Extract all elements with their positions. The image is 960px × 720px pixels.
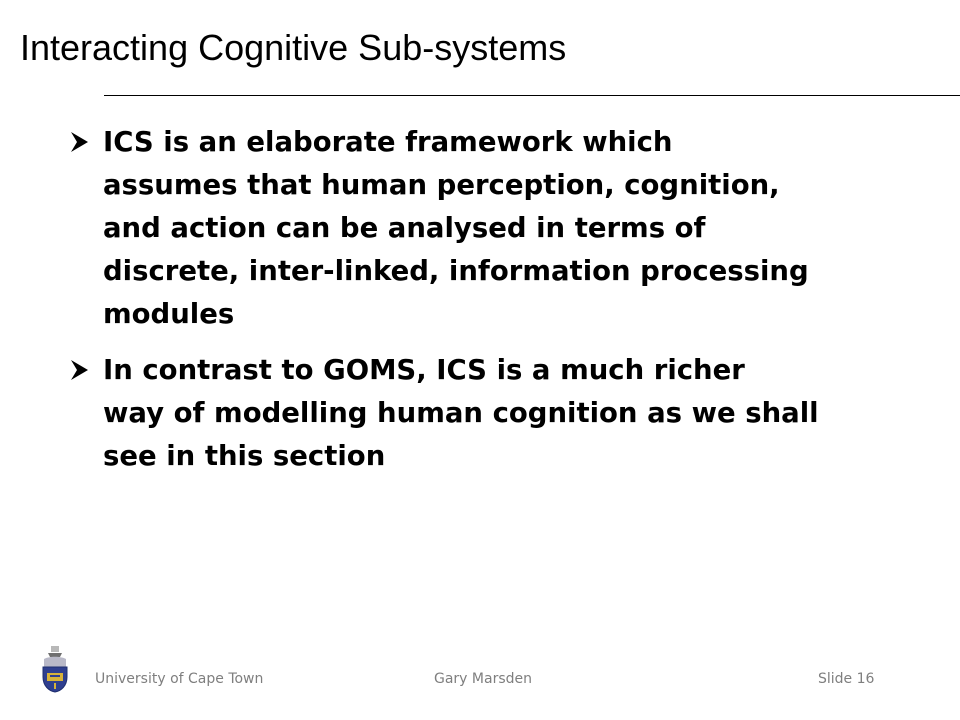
footer-author: Gary Marsden xyxy=(434,671,532,687)
slide-title: Interacting Cognitive Sub-systems xyxy=(20,27,567,68)
bullet-item-2: In contrast to GOMS, ICS is a much riche… xyxy=(70,349,950,478)
arrowhead-bullet-icon xyxy=(71,132,88,152)
footer-institution: University of Cape Town xyxy=(95,671,264,687)
bullet-list: ICS is an elaborate framework which assu… xyxy=(70,121,950,491)
bullet-line: assumes that human perception, cognition… xyxy=(103,169,780,201)
bullet-item-1: ICS is an elaborate framework which assu… xyxy=(70,121,950,336)
footer-slide-number: Slide 16 xyxy=(818,671,875,687)
bullet-line: ICS is an elaborate framework which xyxy=(103,126,673,158)
university-crest-icon xyxy=(42,646,68,693)
bullet-line: way of modelling human cognition as we s… xyxy=(103,397,819,429)
bullet-line: modules xyxy=(103,298,235,330)
bullet-line: discrete, inter-linked, information proc… xyxy=(103,255,809,287)
bullet-line: and action can be analysed in terms of xyxy=(103,212,706,244)
title-divider xyxy=(104,95,960,96)
bullet-line: In contrast to GOMS, ICS is a much riche… xyxy=(103,354,745,386)
arrowhead-bullet-icon xyxy=(71,360,88,380)
bullet-line: see in this section xyxy=(103,440,386,472)
